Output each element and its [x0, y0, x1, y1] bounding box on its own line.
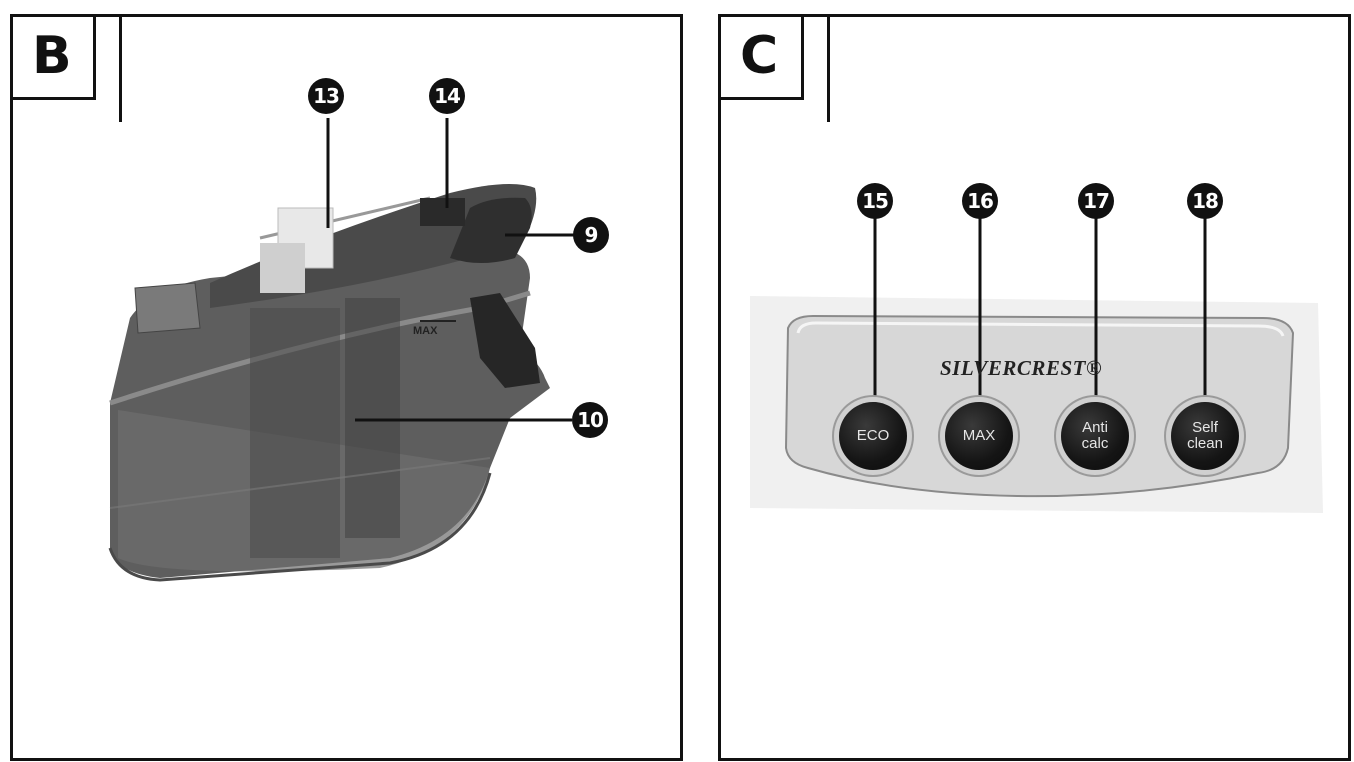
callout-18: 18	[1187, 183, 1223, 219]
anticalc-label-line2: calc	[1081, 435, 1109, 452]
eco-button: ECO	[839, 402, 907, 470]
panel-b-letter-box	[10, 14, 96, 100]
panel-c-letter-box	[718, 14, 804, 100]
selfclean-label-line1: Self	[1192, 418, 1218, 436]
panel-b-letter: B	[32, 26, 72, 86]
brand-logo: SILVERCREST®	[940, 356, 1103, 380]
max-button-label: MAX	[962, 426, 996, 444]
callout-16: 16	[962, 183, 998, 219]
selfclean-label-line2: clean	[1187, 435, 1223, 452]
anticalc-label-line1: Anti	[1082, 418, 1108, 436]
callout-14: 14	[429, 78, 465, 114]
max-button: MAX	[945, 402, 1013, 470]
panel-b-top-border	[119, 14, 683, 121]
steam-iron-water-tank-photo	[108, 118, 575, 582]
callout-15: 15	[857, 183, 893, 219]
anticalc-button: Anti calc	[1061, 402, 1129, 470]
callout-17: 17	[1078, 183, 1114, 219]
panel-c-letter: C	[740, 26, 779, 86]
panel-c-top-border	[827, 14, 1351, 121]
callout-10: 10	[572, 402, 608, 438]
selfclean-button: Self clean	[1171, 402, 1239, 470]
callout-13: 13	[308, 78, 344, 114]
eco-button-label: ECO	[856, 426, 890, 444]
control-panel-photo	[750, 218, 1323, 513]
callout-9: 9	[573, 217, 609, 253]
max-fill-mark: MAX	[413, 325, 438, 337]
